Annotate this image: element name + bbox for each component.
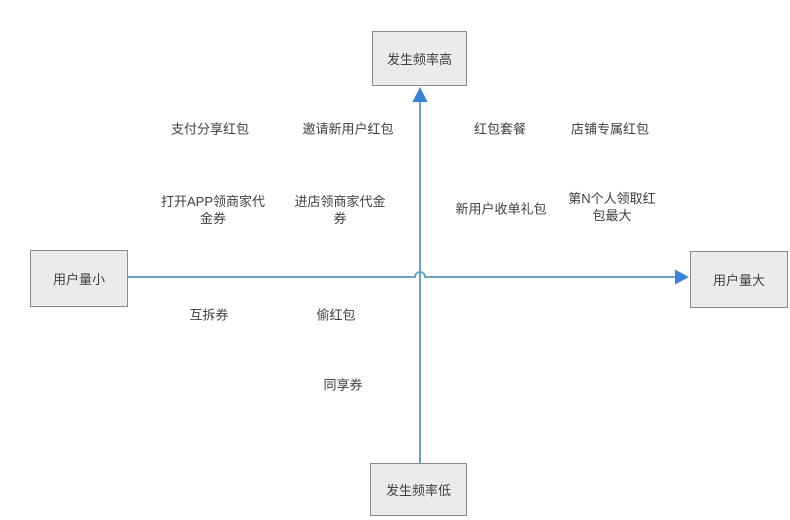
axis-box-frequency-low-label: 发生频率低 [385, 483, 451, 498]
label-steal-redpacket[interactable]: 偷红包 [316, 307, 356, 323]
axis-box-users-large[interactable]: 用户量大 [690, 251, 788, 308]
axis-box-users-small-label: 用户量小 [52, 272, 105, 287]
label-mutual-coupon[interactable]: 互拆券 [189, 307, 229, 323]
axis-box-users-large-label: 用户量大 [712, 273, 765, 288]
label-store-exclusive-redpacket[interactable]: 店铺专属红包 [570, 121, 650, 137]
label-nth-person-max-redpacket[interactable]: 第N个人领取红包最大 [568, 191, 656, 223]
axis-box-frequency-high[interactable]: 发生频率高 [372, 31, 467, 86]
label-invite-new-user-redpacket[interactable]: 邀请新用户红包 [302, 121, 394, 137]
label-new-user-order-gift[interactable]: 新用户收单礼包 [455, 201, 547, 217]
axis-box-frequency-high-label: 发生频率高 [386, 52, 452, 67]
horizontal-axis-line[interactable] [128, 271, 676, 278]
axis-box-users-small[interactable]: 用户量小 [30, 250, 128, 307]
label-pay-share-redpacket[interactable]: 支付分享红包 [170, 121, 250, 137]
label-open-app-merchant-voucher[interactable]: 打开APP领商家代金券 [161, 194, 266, 226]
label-redpacket-combo[interactable]: 红包套餐 [473, 121, 527, 137]
right-arrowhead-icon[interactable] [675, 269, 689, 285]
up-arrowhead-icon[interactable] [412, 87, 428, 102]
label-shared-coupon[interactable]: 同享券 [323, 377, 363, 393]
axis-box-frequency-low[interactable]: 发生频率低 [370, 463, 467, 516]
label-enter-store-merchant-voucher[interactable]: 进店领商家代金券 [294, 194, 386, 226]
